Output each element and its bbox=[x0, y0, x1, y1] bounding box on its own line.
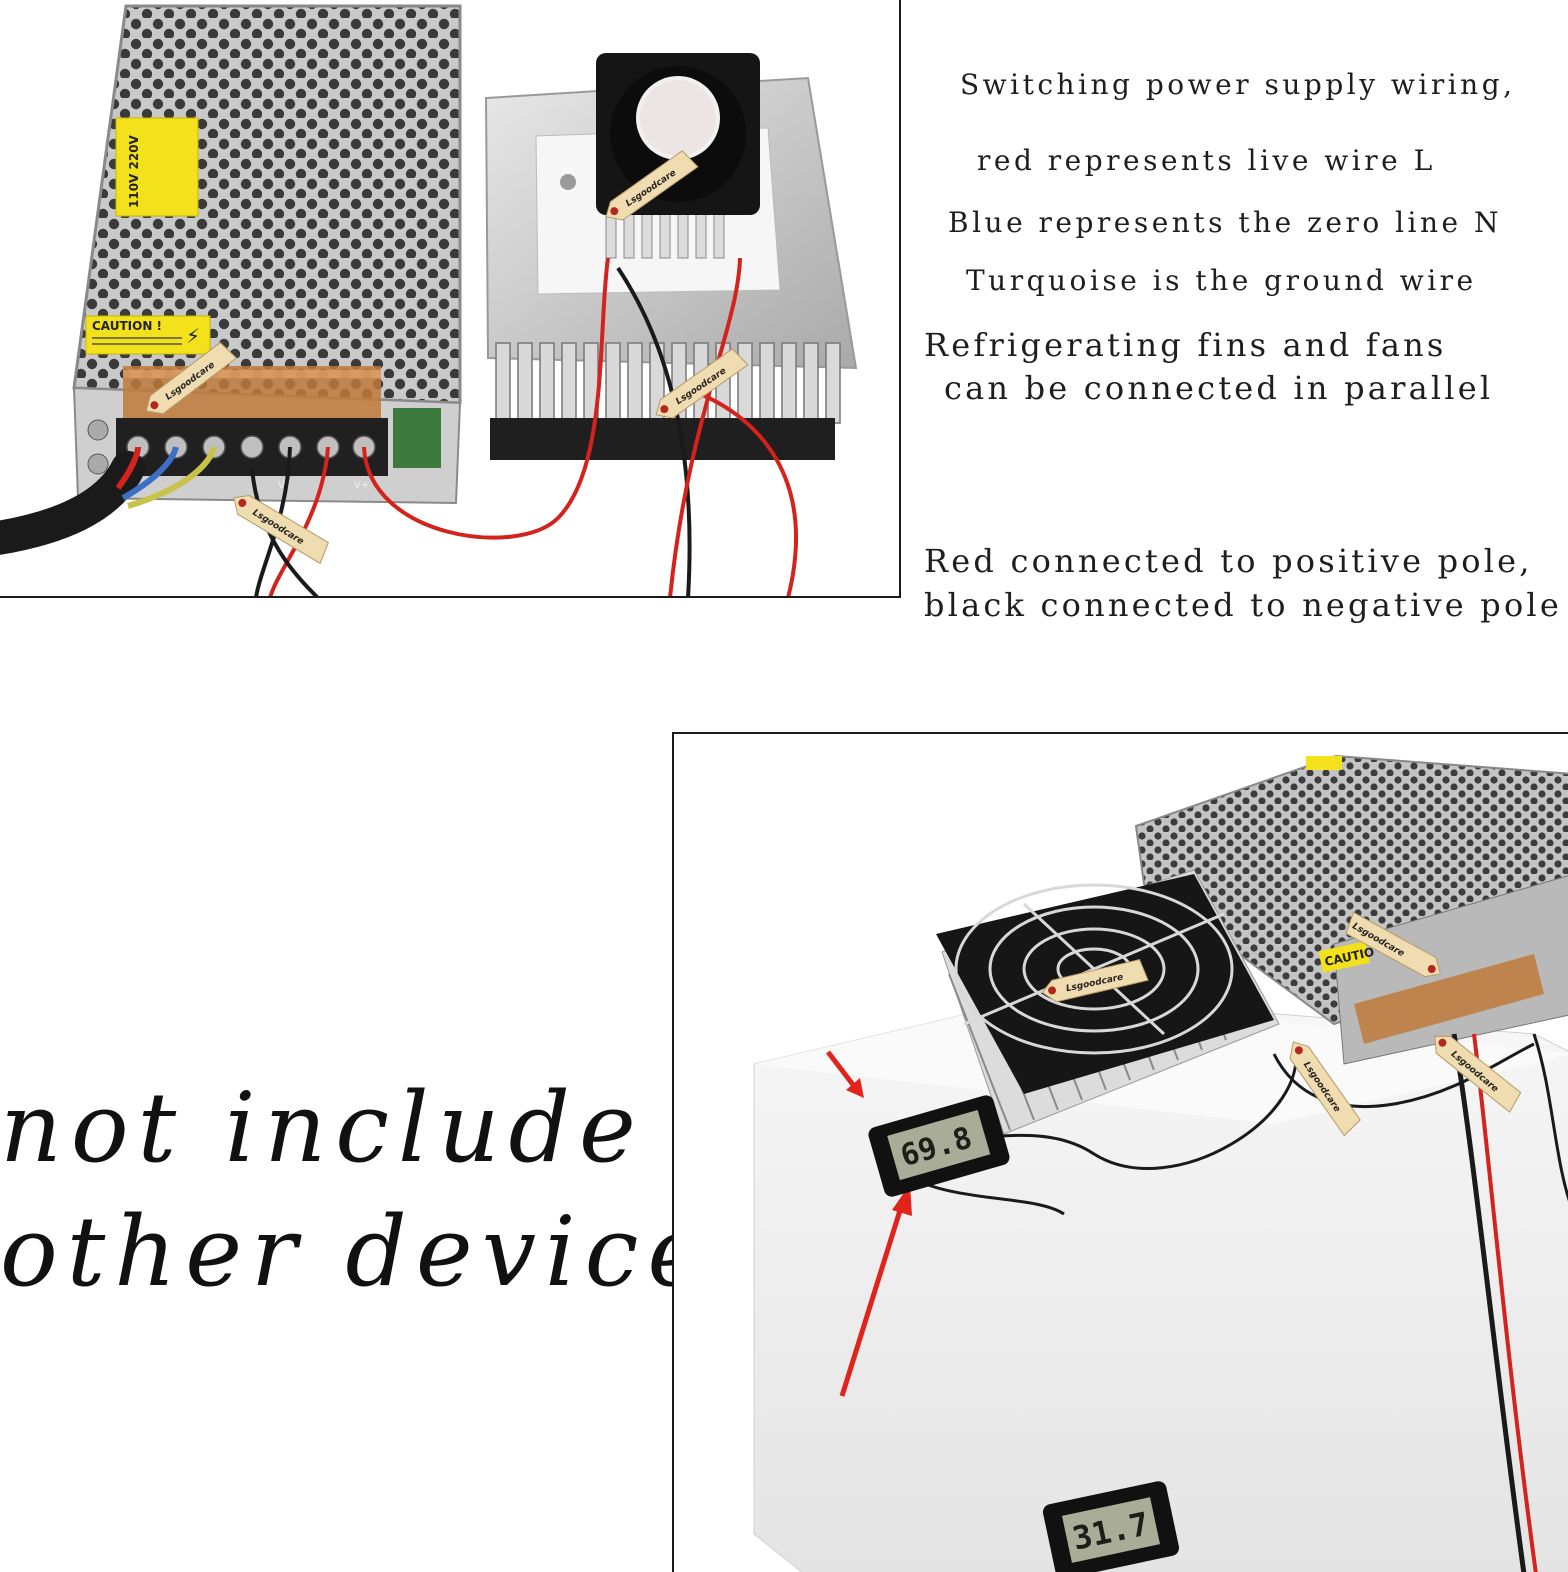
wiring-title: Switching power supply wiring, bbox=[960, 68, 1516, 101]
voltage-label: 110V 220V bbox=[127, 134, 141, 208]
power-supply: CAUTIO bbox=[1134, 754, 1568, 1065]
polarity-note-line-2: black connected to negative pole bbox=[924, 586, 1563, 624]
parallel-note-line-1: Refrigerating fins and fans bbox=[924, 326, 1447, 364]
terminal-v-plus: V+ bbox=[354, 480, 369, 491]
live-wire-note: red represents live wire L bbox=[977, 144, 1436, 177]
assembled-photo: CAUTIO bbox=[672, 732, 1568, 1572]
brand-tag-1: Lsgoodcare bbox=[1041, 958, 1149, 1003]
disclaimer-line-1: not include bbox=[0, 1072, 645, 1184]
thermometer-bottom: 31.7 bbox=[1042, 1481, 1180, 1572]
mains-cable bbox=[0, 446, 217, 555]
wiring-photo: 110V 220V CAUTION ! ⚡ V- V+ bbox=[0, 0, 901, 598]
disclaimer-line-2: other device bbox=[0, 1196, 714, 1308]
polarity-note-line-1: Red connected to positive pole, bbox=[924, 542, 1533, 580]
thermometer-top: 69.8 bbox=[868, 1095, 1010, 1197]
parallel-note-line-2: can be connected in parallel bbox=[944, 369, 1494, 407]
power-supply: 110V 220V CAUTION ! ⚡ V- V+ bbox=[72, 4, 462, 505]
zero-line-note: Blue represents the zero line N bbox=[948, 206, 1502, 239]
ground-wire-note: Turquoise is the ground wire bbox=[966, 264, 1477, 297]
peltier-cooler bbox=[484, 53, 858, 460]
terminal-v-minus: V- bbox=[278, 480, 288, 491]
caution-label: CAUTION ! bbox=[92, 319, 162, 333]
svg-text:⚡: ⚡ bbox=[186, 324, 200, 348]
